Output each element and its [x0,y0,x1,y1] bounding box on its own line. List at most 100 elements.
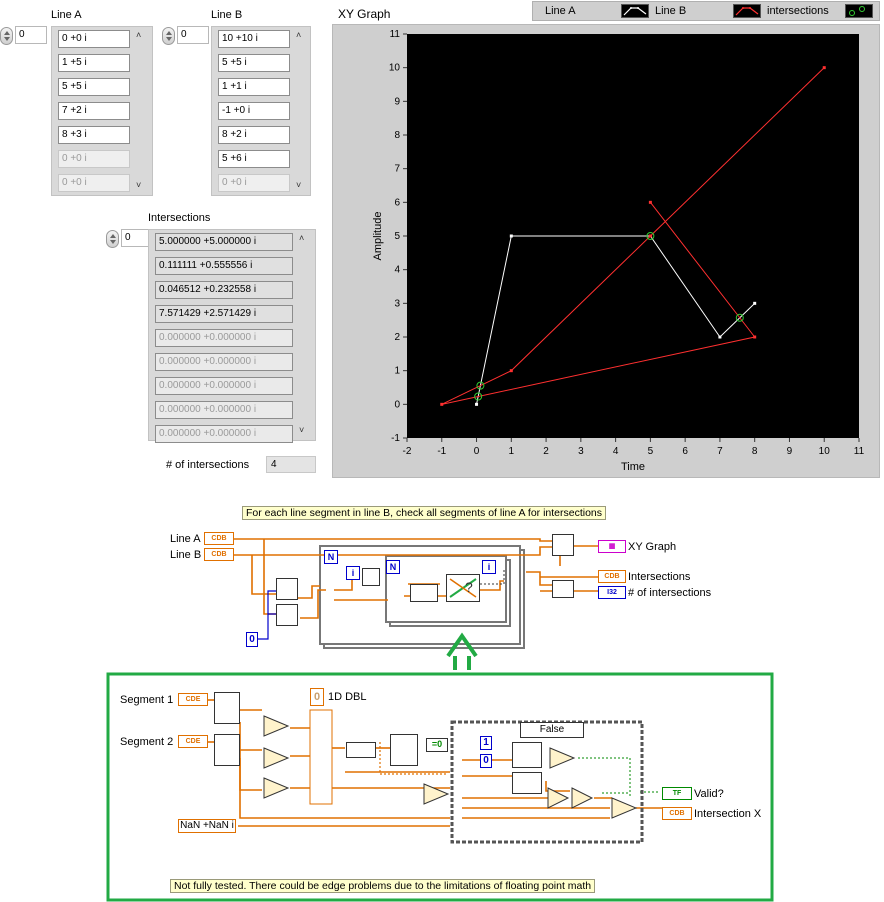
y-tick-label: 4 [394,265,400,276]
case-structure[interactable] [450,720,644,844]
intersections-index-value[interactable]: 0 [121,229,153,247]
array-element[interactable]: 8 +2 i [218,126,290,144]
array-const-index[interactable]: 0 [310,688,324,706]
index-spinner-icon[interactable] [106,230,119,248]
array-element[interactable]: 0.000000 +0.000000 i [155,329,293,347]
segment2-terminal[interactable]: CDE [178,735,208,748]
array-element[interactable]: 1 +1 i [218,78,290,96]
index-spinner-icon[interactable] [162,27,175,45]
plot-legend[interactable]: Line A Line B intersections [532,1,880,21]
intersections-terminal[interactable]: CDB [598,570,626,583]
array-element[interactable]: 5.000000 +5.000000 i [155,233,293,251]
nan-constant[interactable]: NaN +NaN i [178,819,236,833]
line-b-index-value[interactable]: 0 [177,26,209,44]
inner-loop-iteration-terminal[interactable]: i [482,560,496,574]
array-element[interactable]: 0 +0 i [58,150,130,168]
array-element[interactable]: 7.571429 +2.571429 i [155,305,293,323]
line-b-terminal-label: Line B [170,549,202,561]
scroll-down-icon[interactable]: ˅ [299,425,305,435]
index-array-node[interactable] [362,568,380,586]
num-intersections-terminal[interactable]: I32 [598,586,626,599]
block-diagram: For each line segment in line B, check a… [0,486,884,902]
line-b-swatch-icon[interactable] [733,4,761,18]
line-b-terminal[interactable]: CDB [204,548,234,561]
index-array-node[interactable] [276,604,298,626]
x-tick-label: 11 [854,446,865,457]
valid-terminal-label: Valid? [694,788,724,800]
array-element[interactable]: 5 +5 i [58,78,130,96]
scroll-up-icon[interactable]: ˄ [296,30,302,40]
index-array-node[interactable] [214,734,240,766]
zero-constant[interactable]: 0 [480,754,492,768]
array-element[interactable]: 0 +0 i [58,174,130,192]
line-a-swatch-icon[interactable] [621,4,649,18]
case-selector[interactable]: False [520,722,584,738]
array-element[interactable]: 0 +0 i [58,30,130,48]
intersections-label: Intersections [148,212,211,224]
x-tick-label: 3 [578,446,584,457]
scroll-down-icon[interactable]: ˅ [296,180,302,190]
x-tick-label: 4 [613,446,619,457]
line-a-terminal[interactable]: CDB [204,532,234,545]
num-intersections-label: # of intersections [166,459,250,471]
y-tick-label: 7 [394,164,400,175]
data-point [648,234,652,238]
reshape-array-node[interactable] [552,580,574,598]
intersection-marker [476,381,485,390]
matrix-node[interactable] [346,742,376,758]
array-element[interactable]: 0.000000 +0.000000 i [155,401,293,419]
array-element[interactable]: 5 +5 i [218,54,290,72]
valid-terminal[interactable]: TF [662,787,692,800]
array-element[interactable]: 1 +5 i [58,54,130,72]
y-tick-label: 1 [394,366,400,377]
array-element[interactable]: 0.111111 +0.555556 i [155,257,293,275]
array-element[interactable]: 5 +6 i [218,150,290,168]
inner-loop-count-terminal[interactable]: N [386,560,400,574]
outer-loop-iteration-terminal[interactable]: i [346,566,360,580]
equals-zero-node[interactable]: =0 [426,738,448,752]
scroll-up-icon[interactable]: ˄ [299,233,305,243]
index-array-node[interactable] [276,578,298,600]
line-a-index-value[interactable]: 0 [15,26,47,44]
outer-loop-count-terminal[interactable]: N [324,550,338,564]
index-array-node[interactable] [410,584,438,602]
index-array-node[interactable] [512,772,542,794]
segment1-label: Segment 1 [120,694,174,706]
x-tick-label: 9 [787,446,793,457]
array-element[interactable]: -1 +0 i [218,102,290,120]
array-element[interactable]: 0.000000 +0.000000 i [155,377,293,395]
num-intersections-terminal-label: # of intersections [628,587,712,599]
array-element[interactable]: 8 +3 i [58,126,130,144]
y-axis-label: Amplitude [372,212,384,261]
array-element[interactable]: 10 +10 i [218,30,290,48]
xy-graph-terminal-icon[interactable]: ▦ [598,540,626,553]
scroll-up-icon[interactable]: ˄ [136,30,142,40]
determinant-node[interactable] [390,734,418,766]
array-element[interactable]: 0 +0 i [218,174,290,192]
build-cluster-node[interactable] [552,534,574,556]
select-node[interactable] [512,742,542,768]
segment2-label: Segment 2 [120,736,174,748]
x-tick-label: 10 [819,446,831,457]
index-spinner-icon[interactable] [0,27,13,45]
array-scrollbar[interactable]: ˄˅ [294,30,306,190]
intersections-swatch-icon[interactable] [845,4,873,18]
array-scrollbar[interactable]: ˄˅ [134,30,146,190]
y-tick-label: 10 [389,63,401,74]
array-element[interactable]: 7 +2 i [58,102,130,120]
line-intersection-subvi-icon[interactable]: ? [446,574,480,602]
index-array-node[interactable] [214,692,240,724]
intersection-x-terminal[interactable]: CDB [662,807,692,820]
array-element[interactable]: 0.000000 +0.000000 i [155,353,293,371]
array-element[interactable]: 0.046512 +0.232558 i [155,281,293,299]
scroll-down-icon[interactable]: ˅ [136,180,142,190]
segment1-terminal[interactable]: CDE [178,693,208,706]
zero-constant[interactable]: 0 [246,632,258,647]
one-constant[interactable]: 1 [480,736,492,750]
array-scrollbar[interactable]: ˄˅ [297,233,309,435]
array-element[interactable]: 0.000000 +0.000000 i [155,425,293,443]
num-intersections-indicator: 4 [266,456,316,473]
block-diagram-wires [106,538,774,902]
